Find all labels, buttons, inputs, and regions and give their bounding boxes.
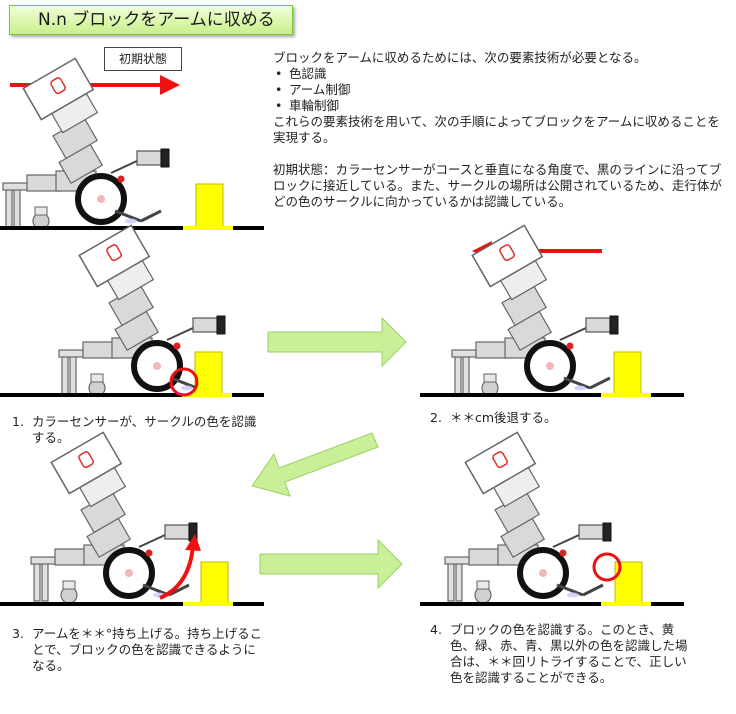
circle-marker-step-4 — [601, 602, 651, 606]
intro-text: ブロックをアームに収めるためには、次の要素技術が必要となる。 色認識 アーム制御… — [273, 50, 725, 210]
step-4-caption: 4. ブロックの色を認識する。このとき、黄色、緑、赤、青、黒以外の色を認識した場… — [430, 622, 688, 686]
step-text: ＊＊cm後退する。 — [450, 410, 557, 425]
sensor-highlight-step-4 — [592, 552, 622, 582]
flow-arrow-1-to-2 — [267, 316, 407, 368]
technique-item: 色認識 — [273, 66, 725, 82]
course-line-step-1 — [0, 393, 264, 397]
initial-state-label: 初期状態 — [104, 47, 182, 71]
step-number: 3. — [12, 626, 24, 641]
block-step-3 — [200, 561, 229, 606]
step-2-caption: 2. ＊＊cm後退する。 — [430, 410, 720, 426]
circle-marker-step-1 — [182, 393, 232, 397]
course-line-step-2 — [420, 393, 684, 397]
step-text: アームを＊＊°持ち上げる。持ち上げることで、ブロックの色を認識できるようになる。 — [32, 626, 263, 673]
technique-item: アーム制御 — [273, 82, 725, 98]
technique-item: 車輪制御 — [273, 98, 725, 114]
circle-marker-step-3 — [183, 602, 233, 606]
step-number: 4. — [430, 622, 442, 637]
motion-arrow-forward-head — [160, 75, 180, 95]
course-line-step-3 — [0, 602, 264, 606]
technique-list: 色認識 アーム制御 車輪制御 — [273, 66, 725, 114]
step-text: ブロックの色を認識する。このとき、黄色、緑、赤、青、黒以外の色を認識した場合は、… — [450, 622, 688, 685]
step-number: 2. — [430, 410, 442, 425]
step-text: カラーセンサーが、サークルの色を認識する。 — [32, 414, 257, 445]
flow-arrow-3-to-4 — [259, 538, 403, 590]
arm-lift-arrow — [159, 544, 195, 600]
sensor-highlight-step-1 — [169, 367, 199, 397]
step-3-caption: 3. アームを＊＊°持ち上げる。持ち上げることで、ブロックの色を認識できるように… — [12, 626, 264, 674]
initial-state-description: 初期状態：カラーセンサーがコースと垂直になる角度で、黒のラインに沿ってブロックに… — [273, 162, 722, 209]
block-step-1 — [194, 351, 223, 396]
page-title: N.n ブロックをアームに収める — [9, 5, 293, 35]
flow-arrow-2-to-3 — [251, 432, 379, 497]
procedure-note: これらの要素技術を用いて、次の手順によってブロックをアームに収めることを実現する… — [273, 114, 720, 145]
course-line-step-4 — [420, 602, 684, 606]
step-number: 1. — [12, 414, 24, 429]
block-initial — [195, 183, 224, 228]
block-step-2 — [613, 351, 642, 396]
circle-marker-initial — [183, 226, 233, 230]
circle-marker-step-2 — [601, 393, 651, 397]
robot-step-4 — [445, 432, 611, 603]
robot-step-3 — [31, 432, 197, 603]
intro-lead: ブロックをアームに収めるためには、次の要素技術が必要となる。 — [273, 50, 647, 65]
arm-lift-arrow-head — [185, 534, 201, 551]
step-1-caption: 1. カラーセンサーが、サークルの色を認識する。 — [12, 414, 267, 446]
